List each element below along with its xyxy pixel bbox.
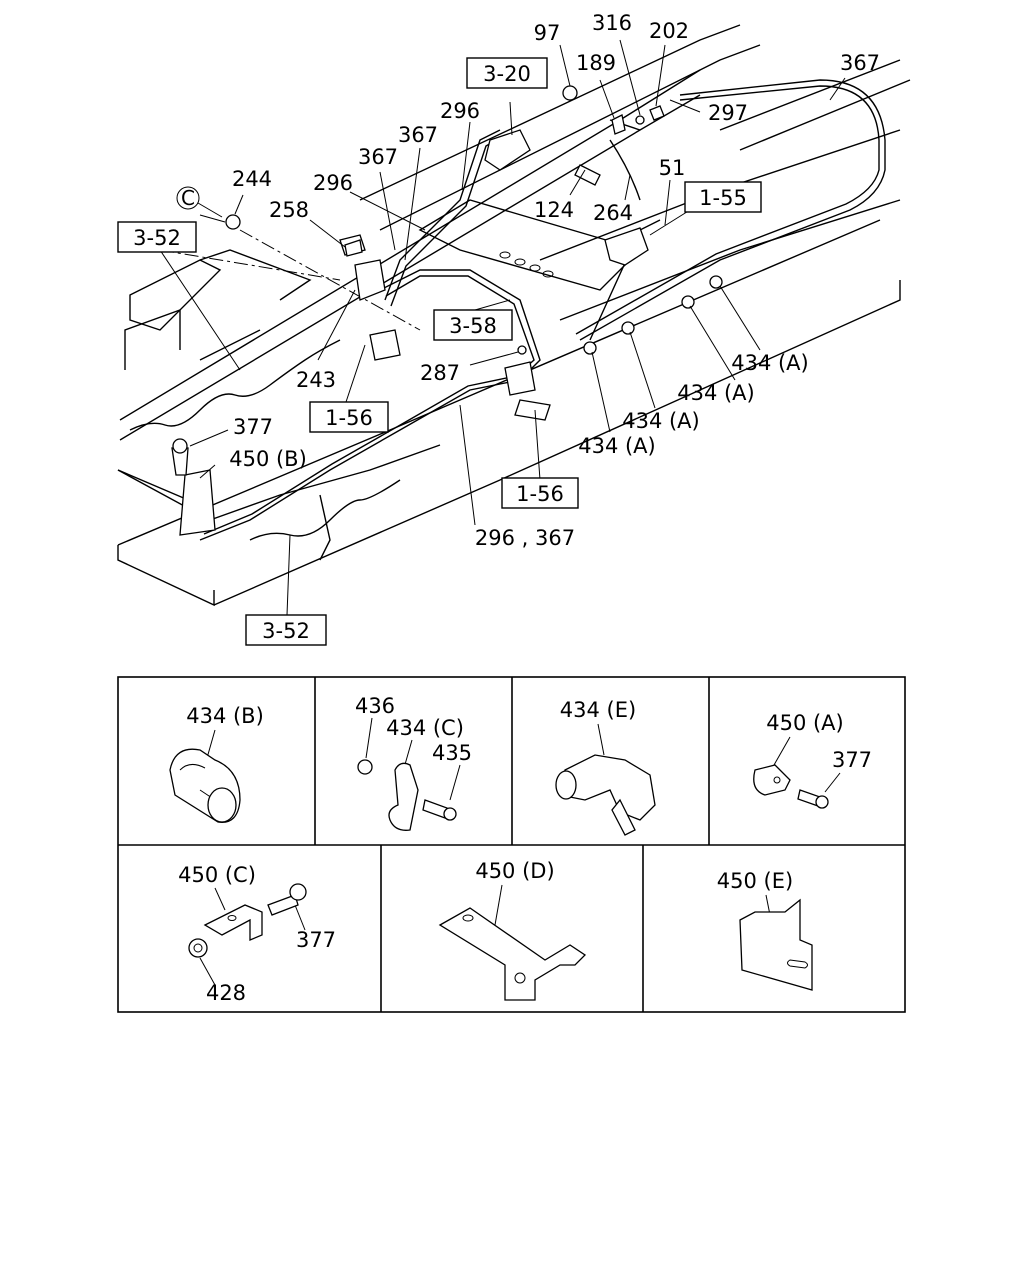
bracket-450e-drawing bbox=[739, 898, 813, 991]
label-450b: 450 (B) bbox=[229, 447, 307, 471]
bracket-450a-drawing bbox=[753, 764, 791, 796]
ref-box-1-56-left[interactable]: 1-56 bbox=[325, 406, 373, 430]
ref-box-3-58-frame bbox=[433, 309, 513, 341]
nut-428-drawing bbox=[188, 938, 208, 958]
label-258: 258 bbox=[269, 198, 309, 222]
label-434a-2: 434 (A) bbox=[677, 381, 755, 405]
panel-450c: 450 (C) 377 428 bbox=[178, 863, 336, 1005]
ref-box-3-52-top-frame bbox=[117, 221, 197, 253]
ref-box-3-58[interactable]: 3-58 bbox=[449, 314, 497, 338]
label-287: 287 bbox=[420, 361, 460, 385]
panel-450c-label-377: 377 bbox=[296, 928, 336, 952]
label-97: 97 bbox=[534, 21, 561, 45]
label-367-top: 367 bbox=[840, 51, 880, 75]
panel-450d: 450 (D) bbox=[438, 859, 587, 1001]
main-exploded-view: C 3-20 1-55 3-52 3-58 1-56 1-56 3-52 97 … bbox=[117, 11, 911, 646]
panel-450a: 450 (A) 377 bbox=[753, 711, 872, 809]
panel-434c-label-434c: 434 (C) bbox=[386, 716, 464, 740]
ref-box-3-20-frame bbox=[466, 57, 548, 89]
panel-434c-label-435: 435 bbox=[432, 741, 472, 765]
ref-box-1-55[interactable]: 1-55 bbox=[699, 186, 747, 210]
clip-434e-drawing bbox=[559, 754, 656, 821]
ref-box-1-55-frame bbox=[684, 181, 762, 213]
ref-box-3-52-bottom[interactable]: 3-52 bbox=[262, 619, 310, 643]
label-189: 189 bbox=[576, 51, 616, 75]
label-434a-4: 434 (A) bbox=[578, 434, 656, 458]
chassis-frame-drawing bbox=[117, 24, 911, 607]
panel-450a-label-377: 377 bbox=[832, 748, 872, 772]
label-243: 243 bbox=[296, 368, 336, 392]
label-296-a: 296 bbox=[440, 99, 480, 123]
bracket-450d-drawing bbox=[438, 907, 587, 1001]
components-drawing bbox=[171, 85, 723, 536]
label-377: 377 bbox=[233, 415, 273, 439]
bolt-377-c-drawing bbox=[267, 894, 299, 916]
label-297: 297 bbox=[708, 101, 748, 125]
panel-450a-label-450a: 450 (A) bbox=[766, 711, 844, 735]
panel-450e: 450 (E) bbox=[717, 869, 813, 991]
panel-450d-label: 450 (D) bbox=[475, 859, 554, 883]
detail-panels-grid bbox=[117, 676, 906, 1013]
circle-marker bbox=[176, 186, 200, 210]
panel-434b: 434 (B) bbox=[169, 704, 264, 823]
panel-450c-label-428: 428 bbox=[206, 981, 246, 1005]
label-51: 51 bbox=[659, 156, 686, 180]
ref-box-1-56-left-frame bbox=[309, 401, 389, 433]
label-434a-3: 434 (A) bbox=[622, 409, 700, 433]
panel-450e-label: 450 (E) bbox=[717, 869, 793, 893]
label-296-367: 296 , 367 bbox=[475, 526, 575, 550]
panel-434c: 436 434 (C) 435 bbox=[355, 694, 472, 831]
label-264: 264 bbox=[593, 201, 633, 225]
label-434a-1: 434 (A) bbox=[731, 351, 809, 375]
clamp-434c-drawing bbox=[388, 762, 419, 831]
ref-box-3-52-top[interactable]: 3-52 bbox=[133, 226, 181, 250]
circle-marker-letter: C bbox=[181, 186, 195, 210]
reference-boxes: 3-20 1-55 3-52 3-58 1-56 1-56 3-52 bbox=[117, 57, 762, 646]
label-124: 124 bbox=[534, 198, 574, 222]
nut-436-drawing bbox=[357, 759, 373, 775]
panel-434e-label: 434 (E) bbox=[560, 698, 636, 722]
panel-450c-label-450c: 450 (C) bbox=[178, 863, 256, 887]
label-202: 202 bbox=[649, 19, 689, 43]
ref-box-1-56-right-frame bbox=[501, 477, 579, 509]
label-296-b: 296 bbox=[313, 171, 353, 195]
label-244: 244 bbox=[232, 167, 272, 191]
ref-box-3-52-bottom-frame bbox=[245, 614, 327, 646]
bracket-450c-drawing bbox=[203, 904, 263, 941]
bolt-435-drawing bbox=[422, 799, 448, 819]
label-367-b: 367 bbox=[358, 145, 398, 169]
ref-box-1-56-right[interactable]: 1-56 bbox=[516, 482, 564, 506]
label-367-a: 367 bbox=[398, 123, 438, 147]
panel-434e: 434 (E) bbox=[555, 698, 656, 836]
ref-box-3-20[interactable]: 3-20 bbox=[483, 62, 531, 86]
panel-434c-label-436: 436 bbox=[355, 694, 395, 718]
label-316: 316 bbox=[592, 11, 632, 35]
panel-434b-label: 434 (B) bbox=[186, 704, 264, 728]
part-labels: 97 316 202 367 189 297 296 367 367 51 24… bbox=[229, 11, 880, 550]
leader-lines bbox=[159, 39, 846, 616]
